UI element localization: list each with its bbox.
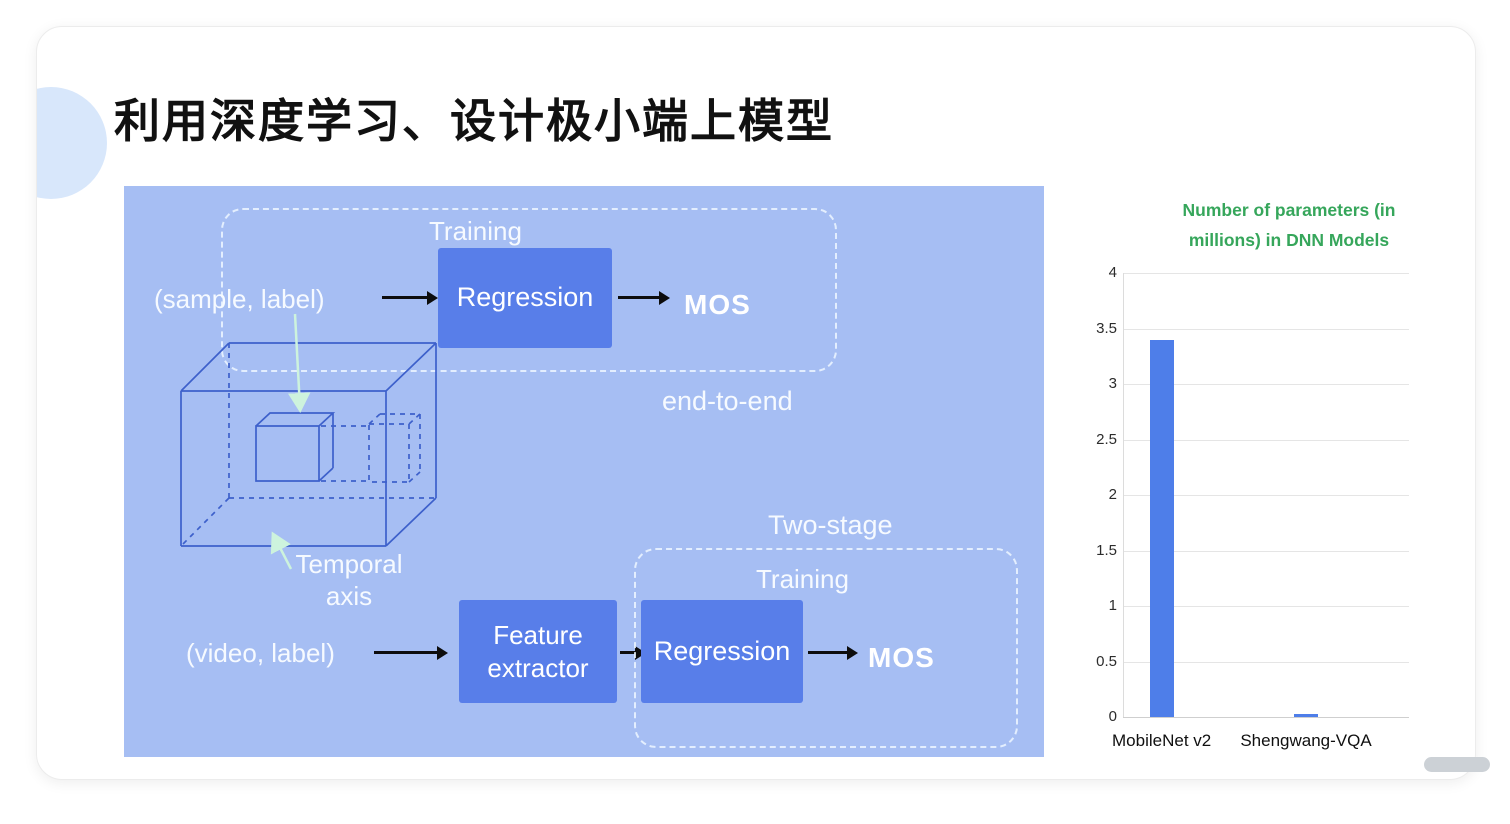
x-axis-category-label: Shengwang-VQA bbox=[1240, 731, 1372, 750]
flow-arrow-icon bbox=[620, 645, 646, 660]
gridline bbox=[1123, 328, 1409, 330]
end-to-end-caption: end-to-end bbox=[662, 386, 793, 416]
mos-label-two-stage: MOS bbox=[868, 642, 935, 673]
y-axis-tick-label: 2 bbox=[1108, 486, 1117, 503]
y-axis-tick-label: 0.5 bbox=[1096, 652, 1117, 670]
y-axis-tick-label: 2.5 bbox=[1096, 430, 1117, 448]
temporal-axis-label: Temporal axis bbox=[295, 549, 403, 611]
parameters-chart: Number of parameters (in millions) in DN… bbox=[1089, 169, 1475, 779]
two-stage-training-box bbox=[634, 548, 1018, 748]
y-axis-tick-label: 0 bbox=[1108, 708, 1117, 725]
flow-arrow-icon bbox=[808, 645, 858, 660]
end-to-end-training-label: Training bbox=[429, 216, 522, 246]
regression-box-two-stage: Regression bbox=[641, 600, 803, 703]
y-axis-tick-label: 1 bbox=[1108, 597, 1117, 614]
flow-arrow-icon bbox=[382, 290, 438, 305]
gridline bbox=[1123, 273, 1409, 274]
chart-bar-mobilenet-v2 bbox=[1149, 339, 1174, 717]
gridline bbox=[1123, 495, 1409, 496]
diagram-panel: Training (sample, label) Regression MOS … bbox=[124, 186, 1044, 757]
chart-bar-shengwang-vqa bbox=[1294, 713, 1319, 717]
chart-title-line1: Number of parameters (in bbox=[1182, 200, 1396, 220]
chart-title-line2: millions) in DNN Models bbox=[1188, 230, 1390, 250]
regression-box-two-stage-label: Regression bbox=[653, 635, 791, 666]
y-axis-tick-label: 1.5 bbox=[1096, 541, 1117, 559]
x-axis-category-label: MobileNet v2 bbox=[1112, 731, 1212, 750]
y-axis-line bbox=[1123, 273, 1124, 717]
y-axis-tick-label: 3.5 bbox=[1096, 319, 1117, 337]
gridline bbox=[1123, 717, 1409, 718]
scrollbar-thumb[interactable] bbox=[1424, 757, 1490, 772]
feature-extractor-box: Feature extractor bbox=[459, 600, 617, 703]
mos-label-e2e: MOS bbox=[684, 289, 751, 320]
video-label-text: (video, label) bbox=[186, 638, 335, 668]
decorative-circle bbox=[37, 87, 107, 199]
two-stage-caption: Two-stage bbox=[768, 510, 893, 540]
gridline bbox=[1123, 550, 1409, 552]
gridline bbox=[1123, 439, 1409, 441]
y-axis-tick-label: 4 bbox=[1108, 264, 1117, 281]
feature-extractor-label: Feature extractor bbox=[487, 620, 589, 683]
two-stage-training-label: Training bbox=[756, 564, 849, 594]
gridline bbox=[1123, 661, 1409, 663]
slide-card: 利用深度学习、设计极小端上模型 Training (sample, label)… bbox=[36, 26, 1476, 780]
flow-arrow-icon bbox=[618, 290, 670, 305]
flow-arrow-icon bbox=[374, 645, 448, 660]
gridline bbox=[1123, 606, 1409, 607]
gridline bbox=[1123, 384, 1409, 385]
y-axis-tick-label: 3 bbox=[1108, 375, 1117, 392]
regression-box-e2e: Regression bbox=[438, 248, 612, 348]
chart-title: Number of parameters (in millions) in DN… bbox=[1089, 195, 1475, 255]
sample-label-text: (sample, label) bbox=[154, 284, 325, 314]
page-title: 利用深度学习、设计极小端上模型 bbox=[114, 95, 834, 147]
regression-box-e2e-label: Regression bbox=[456, 282, 594, 313]
end-to-end-training-box bbox=[221, 208, 837, 372]
